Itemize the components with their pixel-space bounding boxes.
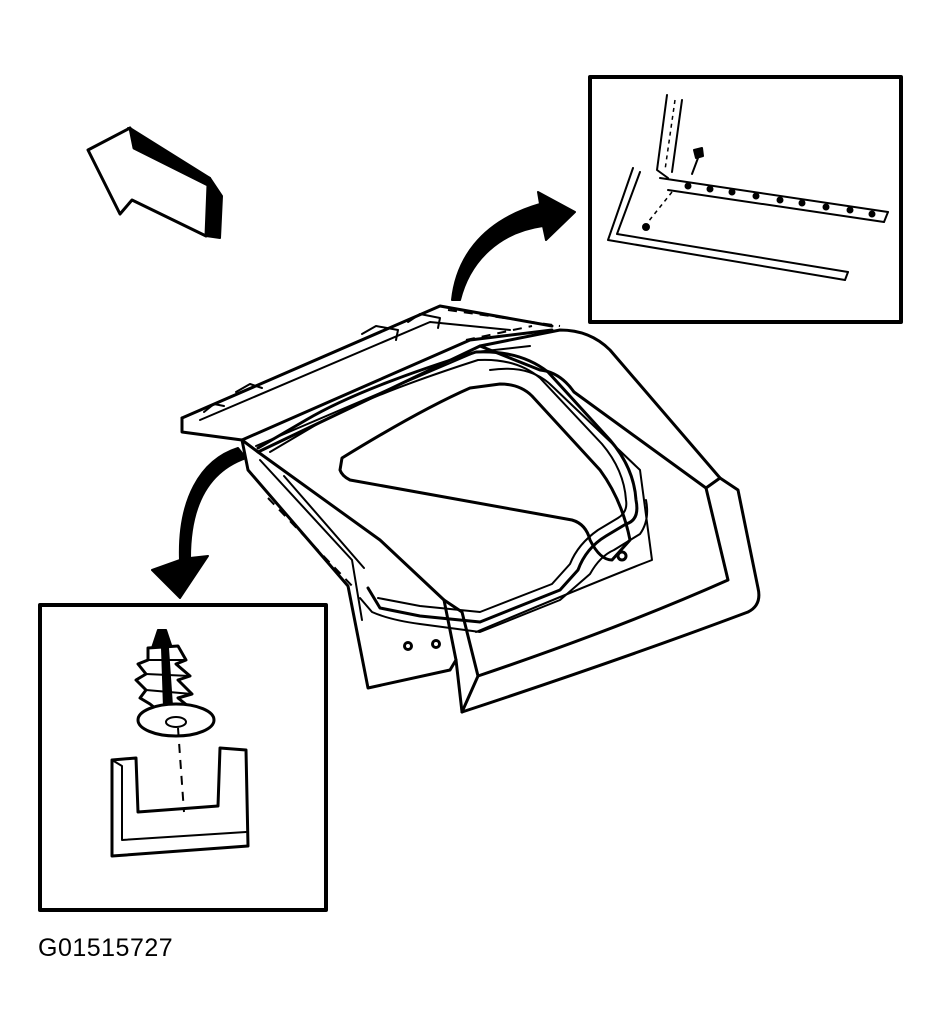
push-pin-retainer-icon [134, 629, 216, 738]
u-bracket [110, 746, 250, 858]
inset-retainer-detail [38, 603, 328, 912]
screw-icon [691, 147, 704, 175]
rear-window-glass [338, 382, 632, 562]
curved-callout-arrow-icon [451, 191, 576, 301]
curved-callout-arrow-icon [151, 447, 247, 599]
forward-arrow-icon [86, 126, 223, 239]
window-weatherstrip [256, 350, 649, 633]
retainer-holes [684, 182, 876, 218]
figure-id-label: G01515727 [38, 934, 174, 962]
hardtop-panel [180, 304, 761, 714]
inset-weatherstrip-detail [588, 75, 903, 324]
